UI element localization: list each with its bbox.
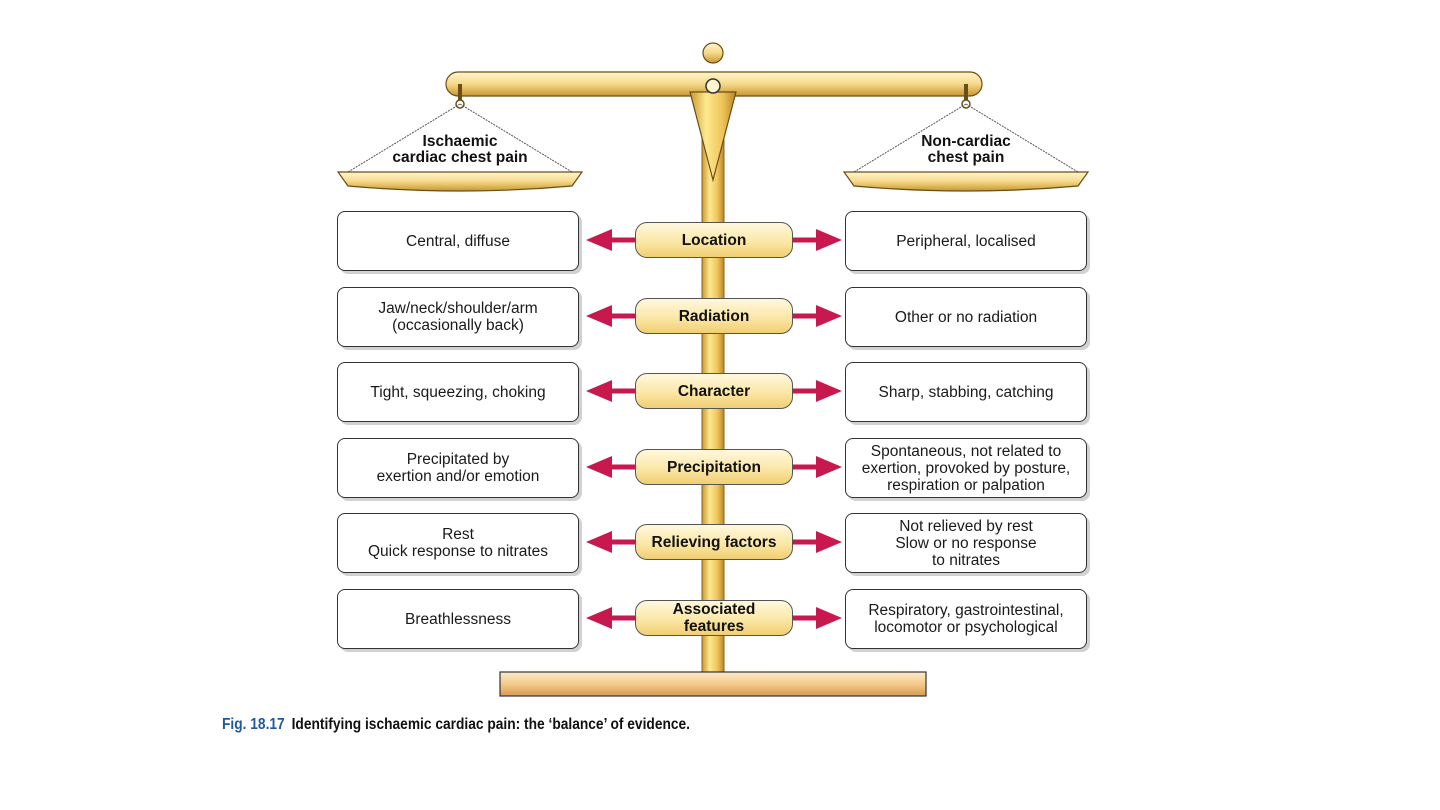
left-arrow — [586, 380, 635, 402]
feature-label: Precipitation — [635, 449, 793, 485]
right-arrow — [793, 456, 842, 478]
right-finding-box: Spontaneous, not related to exertion, pr… — [845, 438, 1087, 498]
left-arrow — [586, 305, 635, 327]
left-finding-box: Tight, squeezing, choking — [337, 362, 579, 422]
left-pan-title: Ischaemic cardiac chest pain — [392, 133, 528, 166]
left-arrow — [586, 229, 635, 251]
scale-top-knob — [702, 42, 724, 64]
figure-caption: Fig. 18.17 Identifying ischaemic cardiac … — [222, 716, 690, 734]
right-finding-box: Other or no radiation — [845, 287, 1087, 347]
right-arrow — [793, 531, 842, 553]
left-arrow — [586, 607, 635, 629]
feature-label: Relieving factors — [635, 524, 793, 560]
right-finding-box: Peripheral, localised — [845, 211, 1087, 271]
left-arrow — [586, 456, 635, 478]
scale-pointer — [689, 91, 737, 183]
feature-label: Character — [635, 373, 793, 409]
left-finding-box: Jaw/neck/shoulder/arm (occasionally back… — [337, 287, 579, 347]
scale-pivot — [705, 78, 721, 94]
right-arrow — [793, 380, 842, 402]
feature-label: Radiation — [635, 298, 793, 334]
left-finding-box: Precipitated by exertion and/or emotion — [337, 438, 579, 498]
figure-caption-text: Identifying ischaemic cardiac pain: the … — [291, 716, 691, 733]
right-arrow — [793, 607, 842, 629]
left-pan-assembly — [336, 84, 584, 192]
feature-label: Location — [635, 222, 793, 258]
left-finding-box: Central, diffuse — [337, 211, 579, 271]
right-finding-box: Not relieved by rest Slow or no response… — [845, 513, 1087, 573]
figure-number: Fig. 18.17 — [222, 716, 285, 733]
right-arrow — [793, 305, 842, 327]
right-pan-assembly — [842, 84, 1090, 192]
feature-label: Associated features — [635, 600, 793, 636]
left-arrow — [586, 531, 635, 553]
left-finding-box: Rest Quick response to nitrates — [337, 513, 579, 573]
right-pan-title: Non-cardiac chest pain — [921, 133, 1011, 166]
scale-base — [499, 671, 927, 697]
left-finding-box: Breathlessness — [337, 589, 579, 649]
right-finding-box: Respiratory, gastrointestinal, locomotor… — [845, 589, 1087, 649]
arrow-layer — [586, 229, 842, 629]
right-finding-box: Sharp, stabbing, catching — [845, 362, 1087, 422]
right-arrow — [793, 229, 842, 251]
